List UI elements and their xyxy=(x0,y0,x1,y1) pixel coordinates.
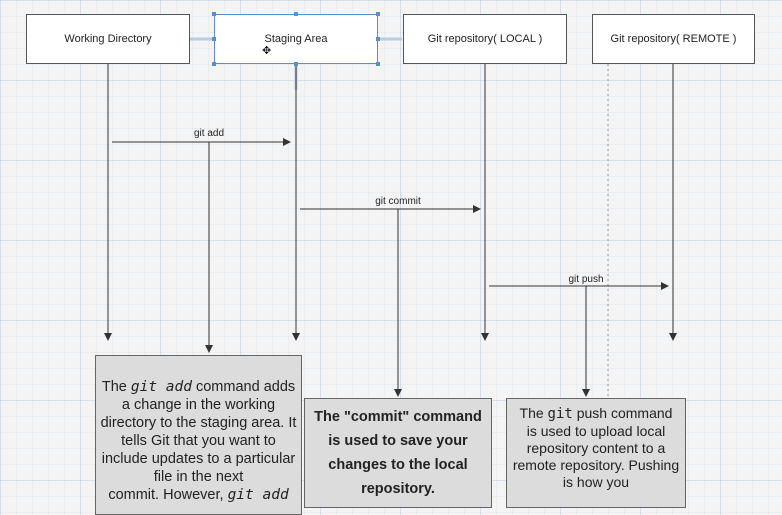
note-text: commit. However, xyxy=(108,487,228,503)
note-text: is used to upload local repository conte… xyxy=(512,423,680,490)
note-code: git add xyxy=(227,487,289,503)
note-text: The "commit" command is used to save you… xyxy=(314,409,482,497)
note-git-commit[interactable]: The "commit" command is used to save you… xyxy=(304,398,492,508)
note-code: git add xyxy=(130,379,192,395)
note-code: git xyxy=(547,406,573,422)
lifeline-box-staging-area[interactable]: Staging Area xyxy=(214,14,378,64)
resize-handle[interactable] xyxy=(294,62,298,66)
note-line: commit. However, git add xyxy=(100,486,297,504)
resize-handle[interactable] xyxy=(212,62,216,66)
note-text: The xyxy=(101,379,131,395)
lifeline-label: Git repository( REMOTE ) xyxy=(610,33,737,45)
message-label-git-commit: git commit xyxy=(375,196,421,207)
note-git-add[interactable]: The git add command adds a change in the… xyxy=(95,355,302,515)
note-line: The git push command xyxy=(511,405,681,423)
resize-handle[interactable] xyxy=(212,12,216,16)
note-git-push[interactable]: The git push command is used to upload l… xyxy=(506,398,686,508)
lifeline-label: Working Directory xyxy=(64,33,152,45)
resize-handle[interactable] xyxy=(376,62,380,66)
resize-handle[interactable] xyxy=(294,12,298,16)
note-text: a change in the working directory to the… xyxy=(100,397,297,485)
resize-handle[interactable] xyxy=(212,37,216,41)
resize-handle[interactable] xyxy=(376,37,380,41)
lifeline-label: Git repository( LOCAL ) xyxy=(427,33,543,45)
note-text: command adds xyxy=(191,379,296,395)
connector-layer xyxy=(104,37,677,496)
message-label-git-add: git add xyxy=(193,128,225,139)
note-text: The xyxy=(519,405,548,421)
lifeline-label: Staging Area xyxy=(264,33,328,45)
message-label-git-push: git push xyxy=(568,274,604,285)
move-cursor-icon: ✥ xyxy=(262,45,272,57)
note-text: push command xyxy=(572,405,673,421)
note-line: The git add command adds xyxy=(100,378,297,396)
lifeline-box-git-repo-remote[interactable]: Git repository( REMOTE ) xyxy=(592,14,755,64)
lifeline-box-working-directory[interactable]: Working Directory xyxy=(26,14,190,64)
resize-handle[interactable] xyxy=(376,12,380,16)
lifeline-box-git-repo-local[interactable]: Git repository( LOCAL ) xyxy=(403,14,567,64)
